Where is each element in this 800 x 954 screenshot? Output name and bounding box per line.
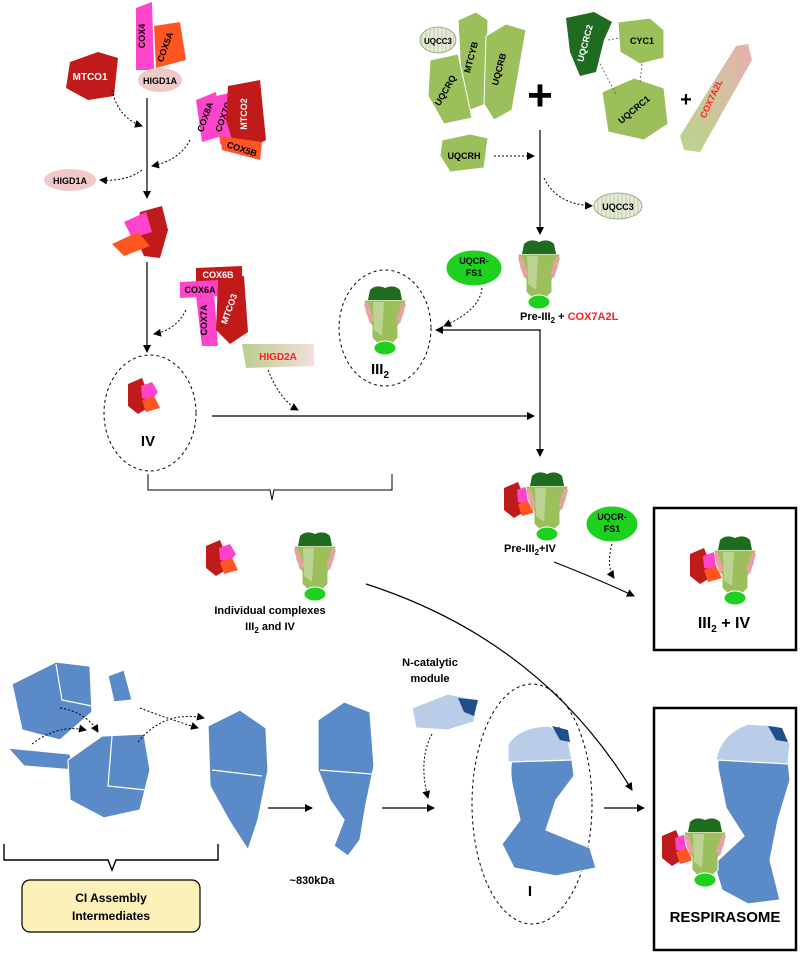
ci-intermediate-3 — [6, 747, 75, 771]
uqcrc1-subunit: UQCRC1 — [601, 77, 669, 141]
uqcrfs1-b-label-line2: FS1 — [604, 524, 621, 534]
individual-label-line1: Individual complexes — [214, 605, 325, 617]
uqcc3-released: UQCC3 — [593, 192, 643, 220]
ci-intermediate-1 — [11, 661, 93, 741]
cyc1-label: CYC1 — [630, 36, 654, 46]
respirasome-box: RESPIRASOME — [652, 706, 798, 952]
uqcrfs1-subunit-a: UQCR- FS1 — [445, 249, 503, 287]
uqcrfs1-b-label-line1: UQCR- — [597, 512, 627, 522]
complex-i-circle: I — [471, 683, 597, 925]
cox7a-label: COX7A — [199, 304, 209, 336]
iii2-circle: III2 — [338, 269, 432, 387]
n-catalytic-label-line1: N-catalytic — [402, 657, 458, 669]
cox7a-subunit: COX7A — [196, 292, 218, 346]
plus-sign-large: + — [527, 71, 553, 120]
pre-iii2-complex: Pre-III2 + COX7A2L — [517, 239, 619, 325]
mtco1-label: MTCO1 — [73, 72, 108, 83]
ci-box-label-line1: CI Assembly — [75, 891, 147, 905]
n-catalytic-module: N-catalytic module — [402, 657, 479, 731]
complex-i-assembly: N-catalytic module I ~830kDa CI Assembly… — [3, 657, 645, 933]
complex-iv-assembly: MTCO1 COX4 COX5A HIGD1A COX8A COX7C MTCO… — [44, 2, 266, 472]
pre-iii2-iv-complex: Pre-III2+IV — [504, 471, 569, 557]
mtco2-label: MTCO2 — [239, 98, 249, 130]
uqcrh-subunit: UQCRH — [439, 133, 489, 173]
ci-830kda-intermediate — [317, 701, 375, 857]
uqcrc2-subunit: UQCRC2 — [566, 12, 612, 76]
higd1a-released-label: HIGD1A — [53, 176, 88, 186]
mtco1-subunit: MTCO1 — [66, 52, 118, 100]
higd2a-factor: HIGD2A — [242, 344, 314, 368]
cox4-label: COX4 — [137, 24, 147, 49]
iii2-iv-label: III2 + IV — [698, 615, 751, 635]
pre-iii2-iv-label: Pre-III2+IV — [504, 543, 557, 557]
mtco2-subunit: MTCO2 — [226, 80, 266, 150]
iii2-iv-box: III2 + IV — [652, 506, 798, 652]
uqcc3-subunit: UQCC3 — [419, 26, 457, 54]
uqcrfs1-a-label-line1: UQCR- — [459, 256, 489, 266]
higd1a-label: HIGD1A — [143, 76, 178, 86]
mtco3-subunit: MTCO3 — [216, 276, 248, 344]
higd2a-label: HIGD2A — [259, 352, 297, 363]
uqcrq-subunit: UQCRQ — [427, 53, 473, 125]
respirasome-label: RESPIRASOME — [670, 909, 781, 926]
complex-iv-intermediate — [112, 206, 168, 258]
kda-label: ~830kDa — [290, 875, 336, 887]
pre-iii2-label: Pre-III2 + COX7A2L — [520, 311, 619, 325]
cox5a-subunit: COX5A — [154, 22, 186, 68]
n-catalytic-label-line2: module — [410, 673, 449, 685]
uqcc3-label: UQCC3 — [424, 37, 453, 46]
higd1a-released: HIGD1A — [44, 169, 96, 191]
cyc1-subunit: CYC1 — [617, 17, 665, 65]
iii2-label: III2 — [371, 361, 390, 381]
complex-iv-circle: IV — [103, 354, 197, 472]
uqcrh-label: UQCRH — [448, 151, 481, 161]
ci-intermediate-5 — [207, 709, 269, 852]
complex-iii-assembly: UQCC3 MTCYB UQCRQ UQCRB UQCRH + UQCRC2 C… — [338, 11, 752, 457]
ci-intermediate-2 — [107, 669, 133, 703]
complex-i-label: I — [528, 883, 532, 900]
ci-assembly-intermediates-box: CI Assembly Intermediates — [21, 879, 201, 933]
cox8a-subunit: COX8A — [195, 92, 222, 142]
individual-label-line2: III2 and IV — [245, 621, 295, 635]
ci-box-label-line2: Intermediates — [72, 909, 150, 923]
uqcrfs1-a-label-line2: FS1 — [466, 268, 483, 278]
cox6b-subunit: COX6B — [196, 266, 242, 282]
uqcrb-subunit: UQCRB — [483, 23, 527, 121]
ci-intermediate-4 — [67, 733, 151, 819]
cox4-subunit: COX4 — [136, 2, 154, 70]
cox6a-label: COX6A — [184, 285, 216, 295]
plus-sign-small: + — [680, 89, 692, 111]
cox6b-label: COX6B — [202, 270, 234, 280]
individual-complexes: Individual complexes III2 and IV — [206, 531, 337, 635]
iv-label: IV — [141, 433, 155, 450]
uqcc3-released-label: UQCC3 — [602, 202, 634, 212]
higd1a-subunit: HIGD1A — [138, 68, 182, 92]
uqcrfs1-subunit-b: UQCR- FS1 — [585, 505, 639, 543]
